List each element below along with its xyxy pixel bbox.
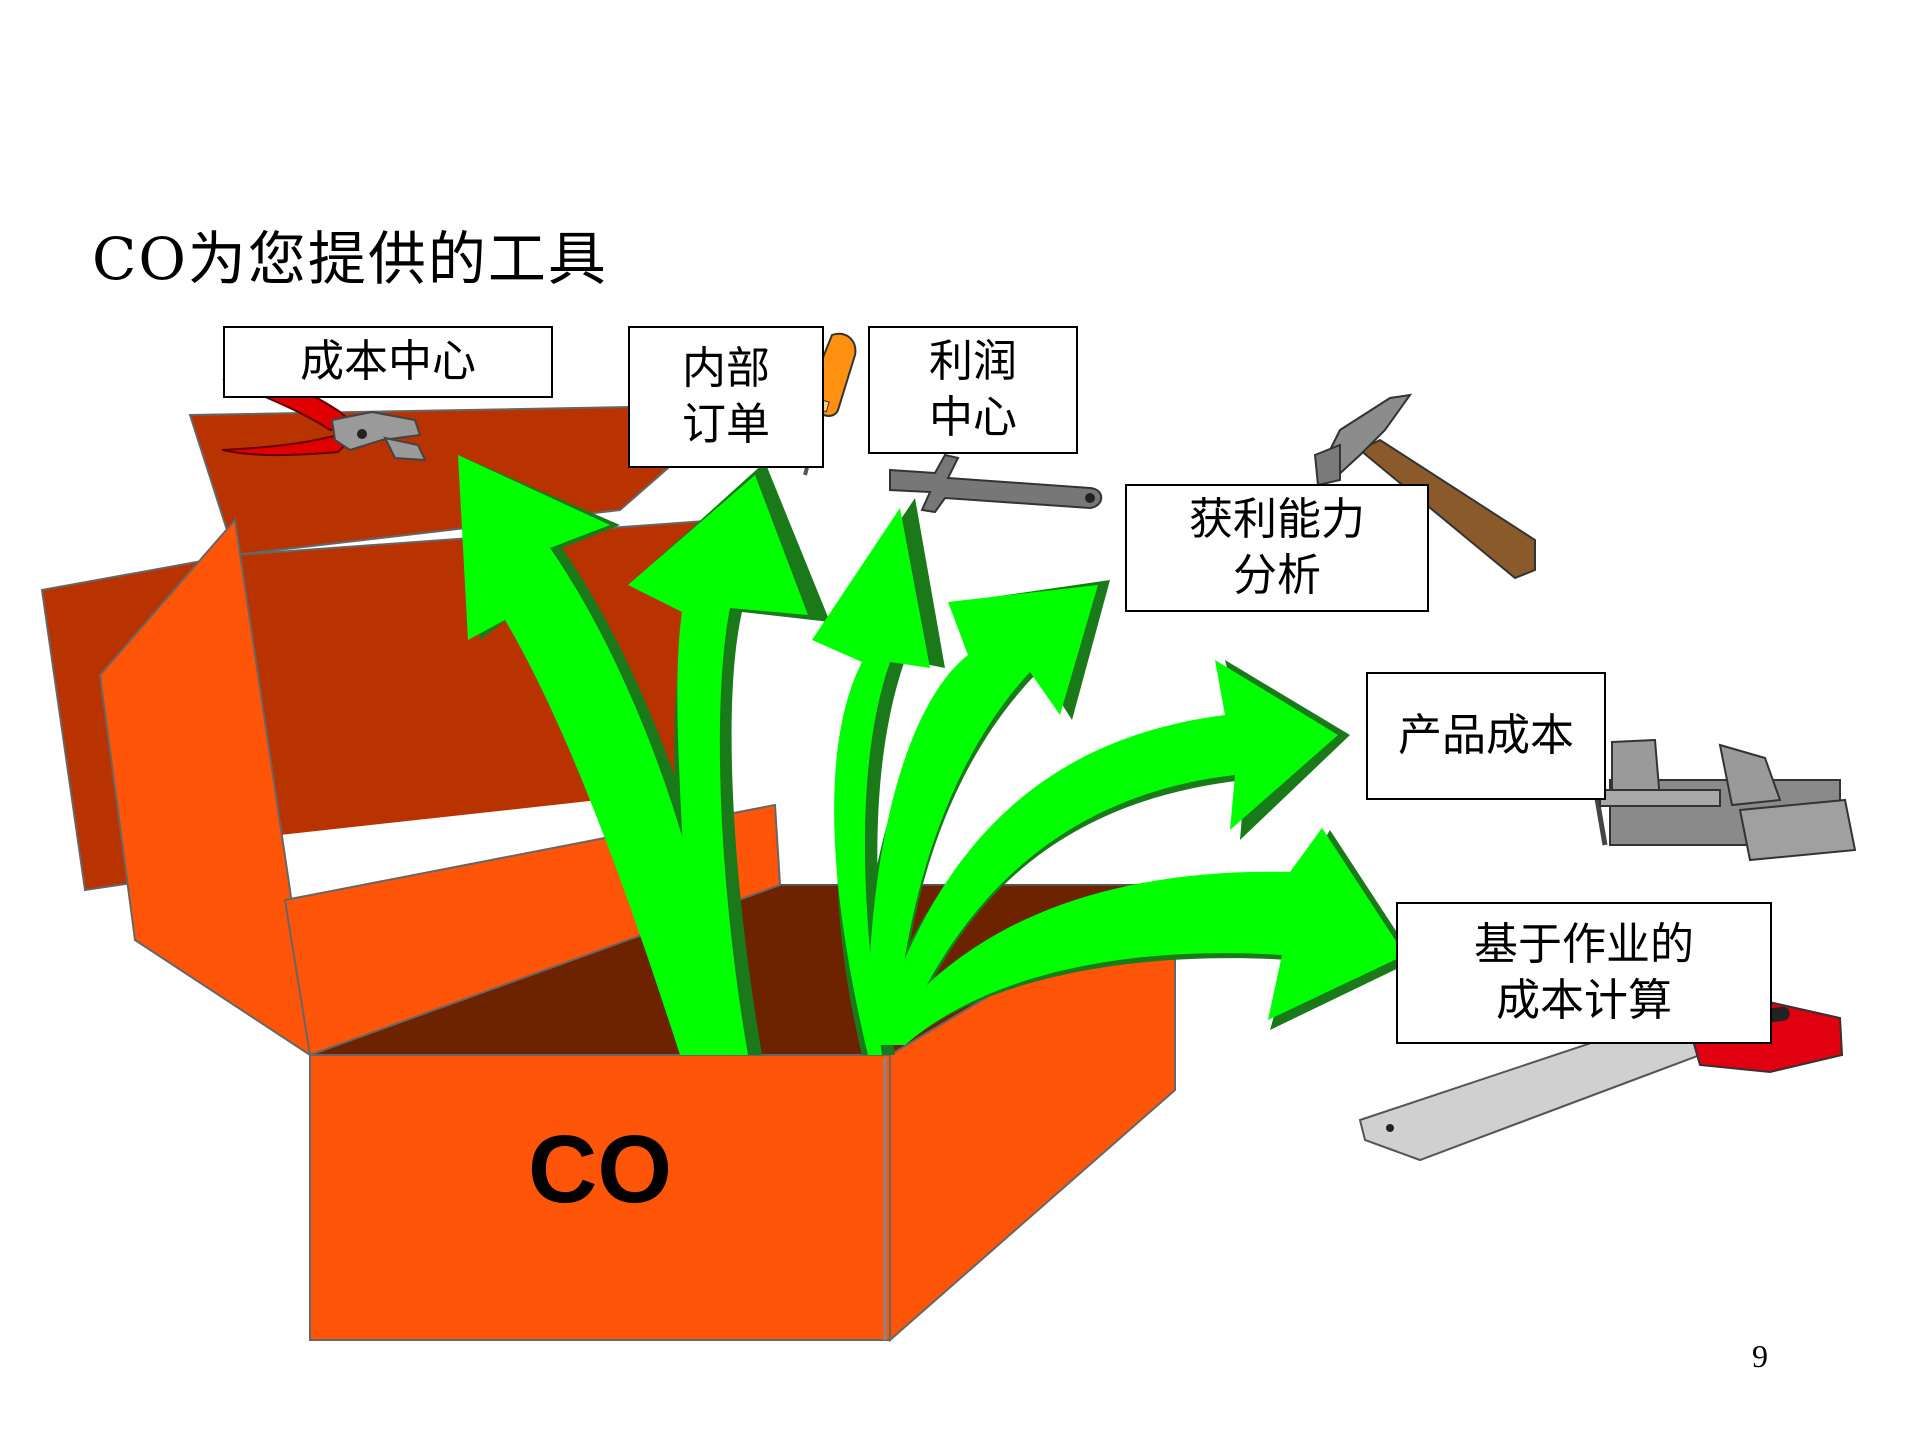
arrow-cost-center <box>458 455 725 1055</box>
tool-label-line: 订单 <box>682 399 770 450</box>
tool-label-line: 获利能力 <box>1189 493 1365 545</box>
tool-box-activity-based-costing: 基于作业的 成本计算 <box>1396 902 1772 1044</box>
tool-box-profit-center: 利润 中心 <box>868 326 1078 454</box>
arrows <box>458 455 1415 1055</box>
tool-label-line: 利润 <box>929 335 1017 387</box>
toolbox-label: CO <box>528 1116 672 1223</box>
hammer-icon <box>1313 393 1536 580</box>
arrow-product-costing <box>875 660 1338 1040</box>
tool-label-line: 基于作业的 <box>1474 918 1694 970</box>
page-number: 9 <box>1752 1338 1768 1374</box>
tool-label-line: 分析 <box>1233 550 1321 601</box>
tool-label-line: 产品成本 <box>1398 709 1574 761</box>
tool-box-internal-order: 内部 订单 <box>628 326 824 468</box>
arrow-activity-based-costing <box>876 828 1405 1045</box>
tool-box-cost-center: 成本中心 <box>223 326 553 398</box>
tool-box-product-costing: 产品成本 <box>1366 672 1606 800</box>
box-gap <box>280 790 690 900</box>
tool-label-line: 内部 <box>682 342 770 394</box>
tool-box-profitability-analysis: 获利能力 分析 <box>1125 484 1429 612</box>
tool-label-line: 成本中心 <box>300 335 476 387</box>
arrow-internal-order <box>628 475 808 1055</box>
tool-label-line: 中心 <box>929 392 1017 443</box>
wrench-icon <box>889 453 1103 514</box>
vise-icon <box>1587 738 1857 862</box>
page-title: CO为您提供的工具 <box>92 225 608 293</box>
arrow-profit-center <box>812 508 930 1055</box>
tool-label-line: 成本计算 <box>1496 975 1672 1026</box>
